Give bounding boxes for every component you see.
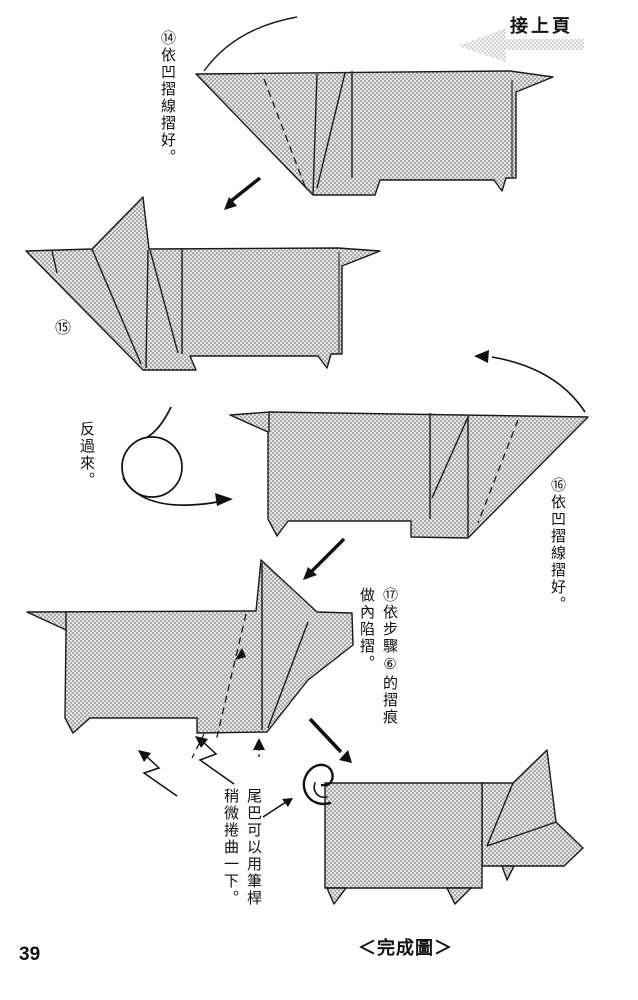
transition-arrow-16-17 <box>303 537 346 580</box>
step15-diagram <box>25 196 381 371</box>
step17-note-col1: ⑰依步驟⑥的摺痕 <box>381 587 398 726</box>
step16-note: ⑯依凹摺線摺好。 <box>549 477 566 613</box>
page-number: 39 <box>19 944 41 965</box>
step16-diagram <box>229 411 589 539</box>
step14-arc-arrow <box>203 16 298 72</box>
transition-arrow-14-15 <box>224 176 262 210</box>
tail-tip-note: 尾巴可以用筆桿 稍微捲曲一下。 <box>220 788 264 907</box>
step17-note-col2: 做內陷摺。 <box>358 587 375 672</box>
continue-arrow-icon <box>458 28 584 62</box>
final-diagram <box>324 749 584 905</box>
tail-pointer-arrow <box>262 798 293 818</box>
tail-tip-note-col2: 稍微捲曲一下。 <box>222 788 239 907</box>
step15-badge: ⑮ <box>55 320 72 337</box>
turn-over-note: 反過來。 <box>78 421 95 489</box>
step14-note: ⑭依凹摺線摺好。 <box>159 30 176 166</box>
tail-curl <box>302 763 334 806</box>
turn-over-loop-arrow-icon <box>121 406 233 506</box>
continue-label: 接上頁 <box>510 16 573 36</box>
push-fold-zigzag-arrows <box>138 736 235 797</box>
tail-tip-note-col1: 尾巴可以用筆桿 <box>245 788 262 907</box>
step17-note: ⑰依步驟⑥的摺痕 做內陷摺。 <box>356 587 400 726</box>
step14-diagram <box>195 70 554 196</box>
final-caption: ＜完成圖＞ <box>358 938 453 958</box>
transition-arrow-17-final <box>308 717 352 763</box>
step16-fold-arrow <box>474 350 586 413</box>
step17-diagram <box>26 559 354 759</box>
